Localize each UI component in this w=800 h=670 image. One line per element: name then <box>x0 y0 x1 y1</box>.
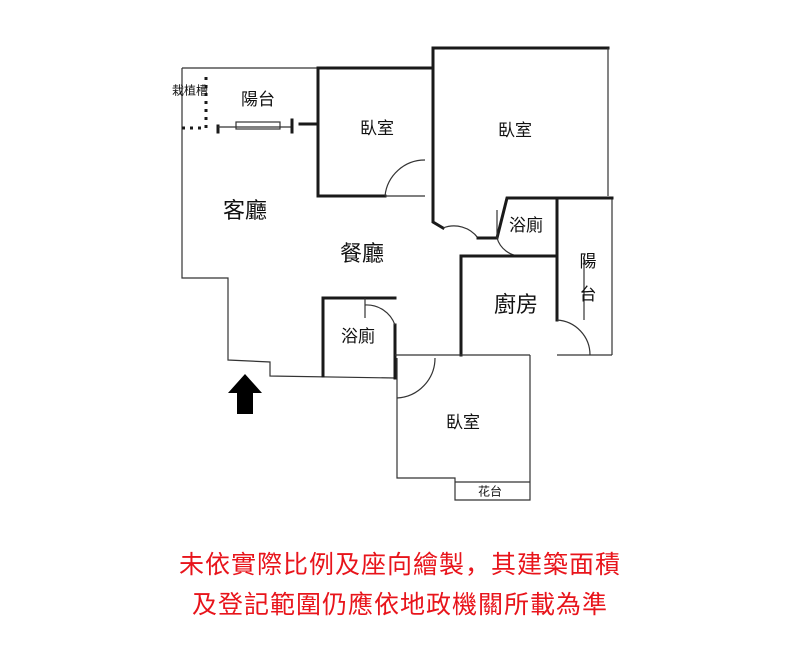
balcony-right-label-2: 台 <box>580 285 597 305</box>
planter-label: 栽植槽 <box>172 83 208 98</box>
up-arrow-icon <box>228 374 262 414</box>
balcony-top-label: 陽台 <box>241 90 275 110</box>
living-room-label: 客廳 <box>223 199 267 224</box>
bath-lower-wall <box>321 296 397 378</box>
bath-lower-door <box>364 298 396 326</box>
disclaimer-line-1: 未依實際比例及座向繪製，其建築面積 <box>178 550 621 579</box>
bedroom-3-outer <box>396 355 531 501</box>
bedroom-2-door <box>442 225 479 239</box>
bedroom-3-door <box>396 357 436 399</box>
bedroom-2-lower-wall <box>431 194 446 231</box>
bath-lower-label: 浴廁 <box>341 326 375 347</box>
flower-bed-label: 花台 <box>478 484 502 499</box>
balcony-sliding-door <box>235 121 281 130</box>
kitchen-door <box>556 319 591 356</box>
dining-room-label: 餐廳 <box>340 242 384 267</box>
disclaimer-line-2: 及登記範圍仍應依地政機關所載為準 <box>191 590 608 619</box>
bedroom-1-label: 臥室 <box>360 119 394 139</box>
bedroom-2-label: 臥室 <box>498 121 532 141</box>
bedroom-3-label: 臥室 <box>446 413 480 433</box>
planter-wall <box>182 75 208 130</box>
bedroom-1-door <box>384 159 426 197</box>
balcony-right-label-1: 陽 <box>580 252 597 272</box>
bath-upper-label: 浴廁 <box>509 215 543 236</box>
outer-wall-left <box>181 68 396 379</box>
kitchen-label: 廚房 <box>494 293 538 318</box>
bedroom-1-wall <box>316 66 387 198</box>
